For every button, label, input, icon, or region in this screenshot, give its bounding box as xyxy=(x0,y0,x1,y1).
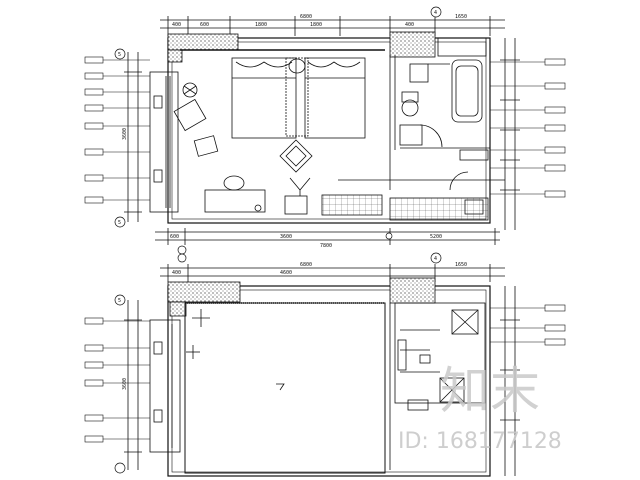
top-dim-2: 600 xyxy=(200,22,209,28)
lower-top-dim-3: 1650 xyxy=(455,262,467,268)
lower-top-dim-total: 6800 xyxy=(300,262,312,268)
left-dim-total: 3600 xyxy=(122,128,128,140)
lower-top-dim-1: 400 xyxy=(172,270,181,276)
top-dim-1: 400 xyxy=(172,22,181,28)
upper-floor-plan xyxy=(124,16,520,245)
top-dim-4: 1800 xyxy=(310,22,322,28)
lower-left-dim-total: 3600 xyxy=(122,378,128,390)
lower-right-annotations xyxy=(490,304,566,346)
grid-label-c: 5 xyxy=(118,220,121,226)
lower-top-dim-2: 4600 xyxy=(280,270,292,276)
upper-right-annotations xyxy=(490,58,566,198)
watermark-id: ID: 168177128 xyxy=(398,429,562,454)
bottom-dim-2: 3600 xyxy=(280,234,292,240)
watermark-brand: 知末 xyxy=(440,362,540,420)
lower-grid-bubbles xyxy=(114,252,442,474)
upper-grid-bubbles xyxy=(114,6,442,255)
top-dim-6: 1650 xyxy=(455,14,467,20)
upper-left-annotations xyxy=(84,56,150,204)
top-dim-total: 6800 xyxy=(300,14,312,20)
top-dim-3: 1800 xyxy=(255,22,267,28)
grid-label-e: 4 xyxy=(434,256,437,262)
grid-label-a: 5 xyxy=(118,52,121,58)
bottom-dim-3: 5200 xyxy=(430,234,442,240)
lower-left-annotations xyxy=(84,317,150,443)
grid-label-b: 4 xyxy=(434,10,437,16)
bottom-dim-1: 600 xyxy=(170,234,179,240)
top-dim-5: 400 xyxy=(405,22,414,28)
grid-label-d: 5 xyxy=(118,298,121,304)
lower-floor-plan xyxy=(124,264,520,477)
bottom-dim-total: 7800 xyxy=(320,243,332,249)
